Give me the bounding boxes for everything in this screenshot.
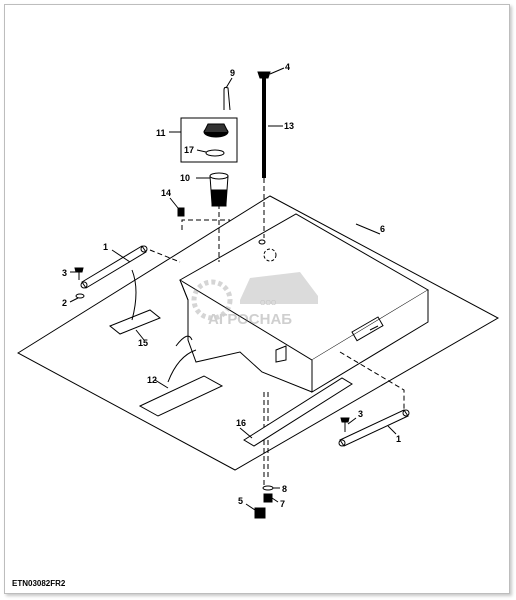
callout-12: 12 — [147, 375, 157, 385]
callout-8: 8 — [282, 484, 287, 494]
callout-1-right: 1 — [396, 434, 401, 444]
callout-10: 10 — [180, 173, 190, 183]
fuel-cap — [203, 123, 229, 138]
callout-14: 14 — [161, 188, 171, 198]
callout-15: 15 — [138, 338, 148, 348]
washer-8 — [262, 485, 274, 491]
cap-seal — [205, 149, 225, 157]
wire-clip — [223, 86, 231, 111]
drain-plug-7 — [263, 493, 273, 503]
callout-1-left: 1 — [103, 242, 108, 252]
callout-7: 7 — [280, 499, 285, 509]
callout-9: 9 — [230, 68, 235, 78]
strip-16 — [243, 377, 353, 447]
gear-icon — [191, 279, 233, 321]
callout-6: 6 — [380, 224, 385, 234]
callout-2: 2 — [62, 298, 67, 308]
drain-valve-5 — [254, 507, 266, 519]
fitting-14 — [177, 207, 185, 217]
bolt-3-right — [340, 417, 350, 432]
watermark-brand: АГРОСНАБ — [208, 311, 292, 328]
callout-3-right: 3 — [358, 409, 363, 419]
sender-fitting — [257, 71, 271, 79]
watermark-logo: ООО АГРОСНАБ — [191, 272, 318, 328]
callout-17: 17 — [184, 145, 194, 155]
cap-assembly-box — [180, 117, 238, 163]
pad-15 — [109, 309, 161, 335]
strap-right — [338, 409, 410, 447]
callout-5: 5 — [238, 496, 243, 506]
watermark-small: ООО — [260, 300, 277, 307]
callout-11: 11 — [156, 128, 166, 138]
callout-13: 13 — [284, 121, 294, 131]
tractor-icon — [240, 272, 318, 304]
fuel-tank — [179, 213, 429, 393]
strap-left — [80, 245, 148, 289]
filler-neck — [209, 172, 229, 207]
figure-code: ETN03082FR2 — [12, 579, 66, 588]
callout-4: 4 — [285, 62, 290, 72]
callout-3-left: 3 — [62, 268, 67, 278]
bolt-3-left — [74, 267, 84, 280]
washer-2 — [75, 293, 85, 299]
pad-12 — [138, 375, 224, 417]
callout-16: 16 — [236, 418, 246, 428]
